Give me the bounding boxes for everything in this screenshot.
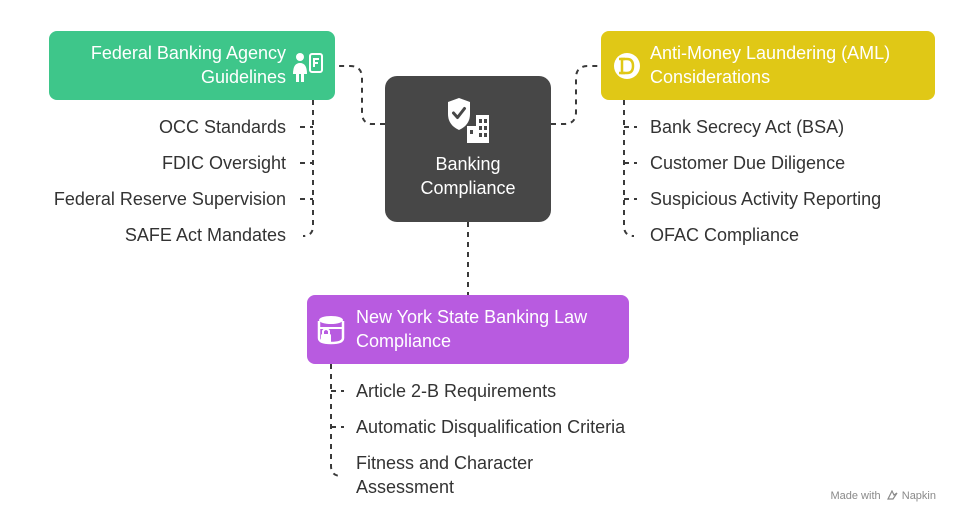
aml-node: Anti-Money Laundering (AML) Consideratio… [601, 31, 935, 100]
federal-item-4: SAFE Act Mandates [124, 225, 286, 245]
ny-item-2: Automatic Disqualification Criteria [356, 417, 626, 437]
ny-item-1: Article 2-B Requirements [356, 381, 557, 401]
federal-node: Federal Banking Agency Guidelines [49, 31, 335, 100]
ny-items-bracket [330, 364, 342, 477]
footer-text: Made with [830, 490, 881, 502]
federal-title: Federal Banking Agency Guidelines [90, 43, 286, 87]
connector-center-aml [551, 65, 601, 125]
center-title: Banking Compliance [420, 154, 516, 198]
napkin-logo-icon [886, 489, 898, 500]
federal-item-1: OCC Standards [158, 117, 286, 137]
aml-item-3: Suspicious Activity Reporting [650, 189, 882, 209]
shield-bank-icon [448, 98, 489, 143]
center-node: Banking Compliance [385, 76, 551, 222]
connector-center-federal [335, 65, 385, 125]
federal-items-bracket [302, 100, 314, 237]
aml-item-4: OFAC Compliance [650, 225, 800, 245]
footer-brand: Napkin [901, 490, 936, 502]
vault-lock-icon [317, 316, 345, 345]
federal-item-2: FDIC Oversight [161, 153, 286, 173]
aml-item-2: Customer Due Diligence [650, 153, 846, 173]
ny-node: New York State Banking Law Compliance [307, 295, 629, 364]
aml-items-bracket [623, 100, 635, 237]
aml-title: Anti-Money Laundering (AML) Consideratio… [650, 43, 891, 87]
federal-item-3: Federal Reserve Supervision [53, 189, 286, 209]
footer-credit: Made with Napkin [830, 489, 936, 502]
ny-item-3: Fitness and Character Assessment [356, 453, 534, 497]
aml-item-1: Bank Secrecy Act (BSA) [650, 117, 845, 137]
ny-title: New York State Banking Law Compliance [356, 307, 588, 351]
agency-person-icon [293, 53, 323, 82]
coin-icon [614, 53, 640, 79]
